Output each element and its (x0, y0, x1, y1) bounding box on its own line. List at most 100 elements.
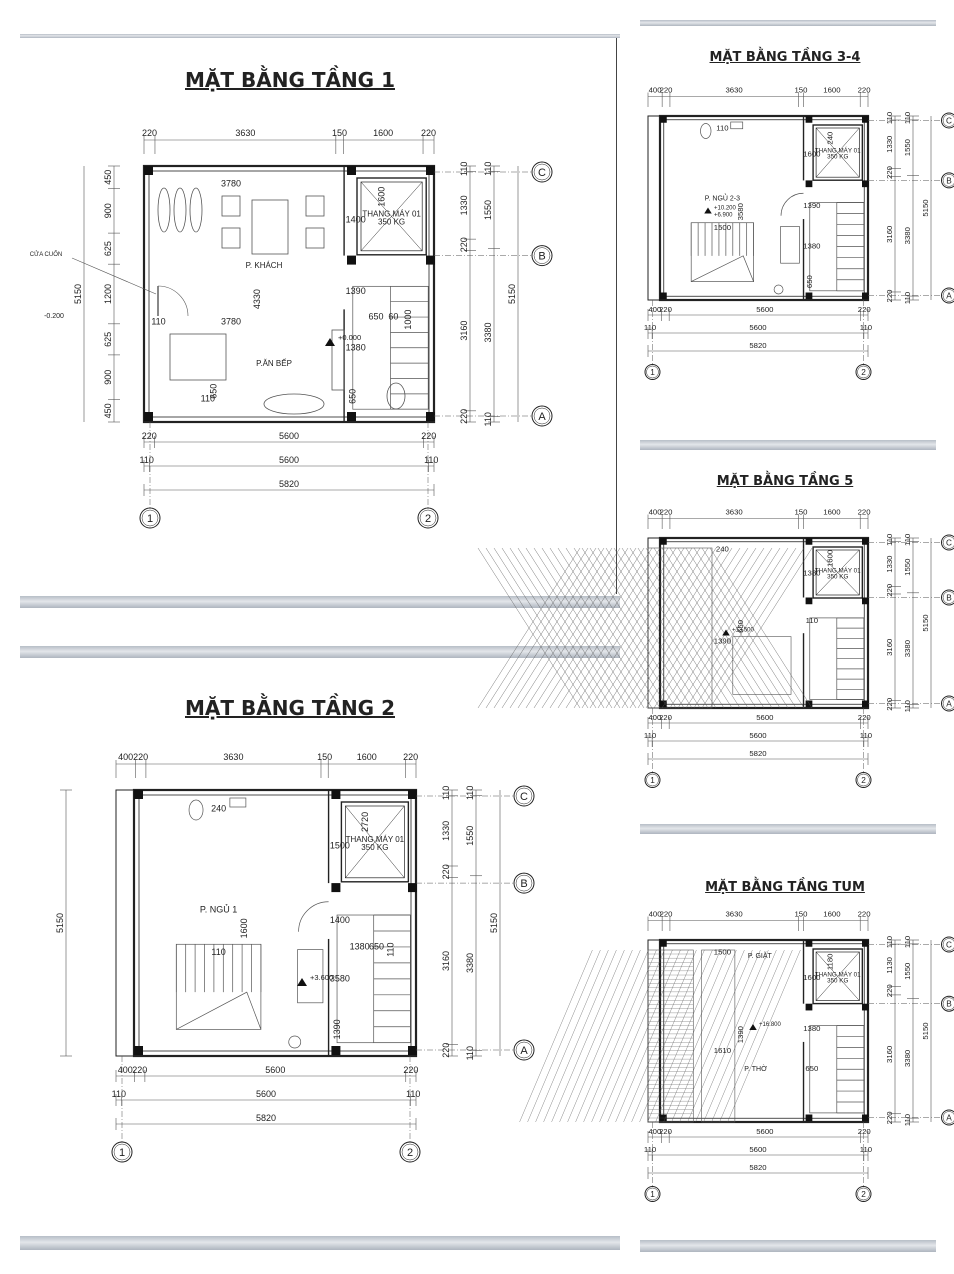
grid-bubble (513, 785, 535, 807)
structural-column (426, 412, 435, 421)
washbasin (730, 121, 744, 130)
frame-band (640, 440, 936, 450)
grid-label: A (946, 292, 952, 301)
motorbike (157, 187, 171, 233)
structural-column (805, 1003, 813, 1011)
terrace-hatch (629, 547, 733, 709)
dimension-label: 150 (332, 128, 347, 138)
toilet (700, 123, 712, 139)
dimension-label: 3160 (885, 1046, 894, 1063)
bed-cover (691, 255, 754, 282)
dimension-label: 1390 (332, 1019, 342, 1039)
dimension-label: 1600 (803, 149, 820, 158)
room-label: P. KHÁCH (246, 261, 283, 270)
terrace-hatch (485, 547, 589, 709)
grid-bubble-inner (942, 697, 954, 710)
dimension-label: 3380 (903, 640, 912, 657)
toilet (188, 799, 204, 821)
plan-body (647, 938, 870, 1124)
dimension-label: 220 (459, 237, 469, 252)
dimension-label: 220 (885, 1111, 894, 1124)
dimension-label: 110 (716, 124, 728, 133)
outer-wall (142, 164, 436, 424)
dimension-label: 220 (885, 984, 894, 997)
dimension-label: 400 (649, 910, 662, 919)
dimension-label: 5600 (756, 305, 773, 314)
furniture (175, 797, 329, 1049)
grid-bubble (531, 405, 553, 427)
dimension-label: 3630 (726, 508, 743, 517)
structural-column (331, 883, 341, 893)
elevator-cross (815, 549, 860, 596)
elevator-cross (345, 805, 405, 878)
dimension-label: 110 (644, 323, 656, 332)
grid-label: 1 (650, 776, 655, 785)
structural-column (862, 292, 869, 300)
balcony (647, 115, 661, 301)
grid-label: B (946, 594, 952, 603)
terrace-hatch (693, 547, 797, 709)
grid-label: 2 (861, 776, 866, 785)
door-swing (780, 192, 804, 216)
dimension-label: 110 (140, 455, 154, 465)
dimension-label: 110 (441, 786, 451, 800)
room-label: 350 KG (827, 154, 848, 161)
grid-bubble (855, 364, 872, 380)
dimension-label: 5820 (749, 341, 766, 350)
dimension-label: 110 (860, 1145, 872, 1154)
level-marker-icon (297, 978, 307, 986)
skylight-hatch (671, 949, 745, 1123)
terrace-hatch (549, 547, 653, 709)
grid-bubble-inner (942, 289, 954, 302)
dimension-label: 900 (103, 203, 113, 218)
structural-column (805, 1114, 813, 1122)
dimension-label: 110 (211, 947, 225, 957)
grid-label: B (946, 176, 952, 185)
structural-column (805, 597, 813, 605)
grid-label: C (946, 941, 952, 950)
grid-label: B (946, 1000, 952, 1009)
structural-column (347, 255, 356, 265)
dimension-label: 110 (465, 1046, 475, 1060)
dimension-label: 220 (421, 128, 436, 138)
dimension-label: 5820 (256, 1113, 276, 1123)
dimension-label: 220 (885, 698, 894, 711)
staircase (809, 617, 865, 700)
dimension-label: 400 (649, 508, 662, 517)
structural-column (862, 940, 869, 947)
level-mark: +6.900 (714, 213, 733, 219)
armchair (221, 195, 241, 217)
elevator-shaft (812, 948, 864, 1005)
grid-bubble (531, 161, 553, 183)
toilet (386, 382, 406, 410)
skylight-hatch (559, 949, 633, 1123)
skylight-hatch (527, 949, 601, 1123)
dimension-label: 5150 (921, 1022, 930, 1039)
skylight-hatch (623, 949, 697, 1123)
grid-label: A (520, 1045, 528, 1057)
grid-label: B (520, 878, 527, 890)
roof-terrace (647, 547, 713, 709)
dimension-label: 1380 (803, 241, 820, 250)
dimension-label: 110 (424, 455, 438, 465)
skylight-hatch (647, 949, 721, 1123)
structural-column (862, 538, 869, 545)
dimension-label: 240 (716, 545, 729, 554)
dimension-label: 150 (795, 508, 808, 517)
room-label: CỬA CUỐN (30, 251, 62, 258)
skylight-hatch (535, 949, 609, 1123)
dimension-label: 150 (795, 910, 808, 919)
grid-bubble (399, 1141, 421, 1163)
dimension-label: 1500 (330, 841, 350, 851)
structural-column (862, 597, 869, 605)
dimension-label: 3630 (223, 752, 243, 762)
skylight-hatch (583, 949, 657, 1123)
dimension-label: 3630 (235, 128, 255, 138)
skylight-hatch (727, 949, 801, 1123)
room-label: P. THỜ (744, 1064, 767, 1073)
grid-bubble (513, 872, 535, 894)
